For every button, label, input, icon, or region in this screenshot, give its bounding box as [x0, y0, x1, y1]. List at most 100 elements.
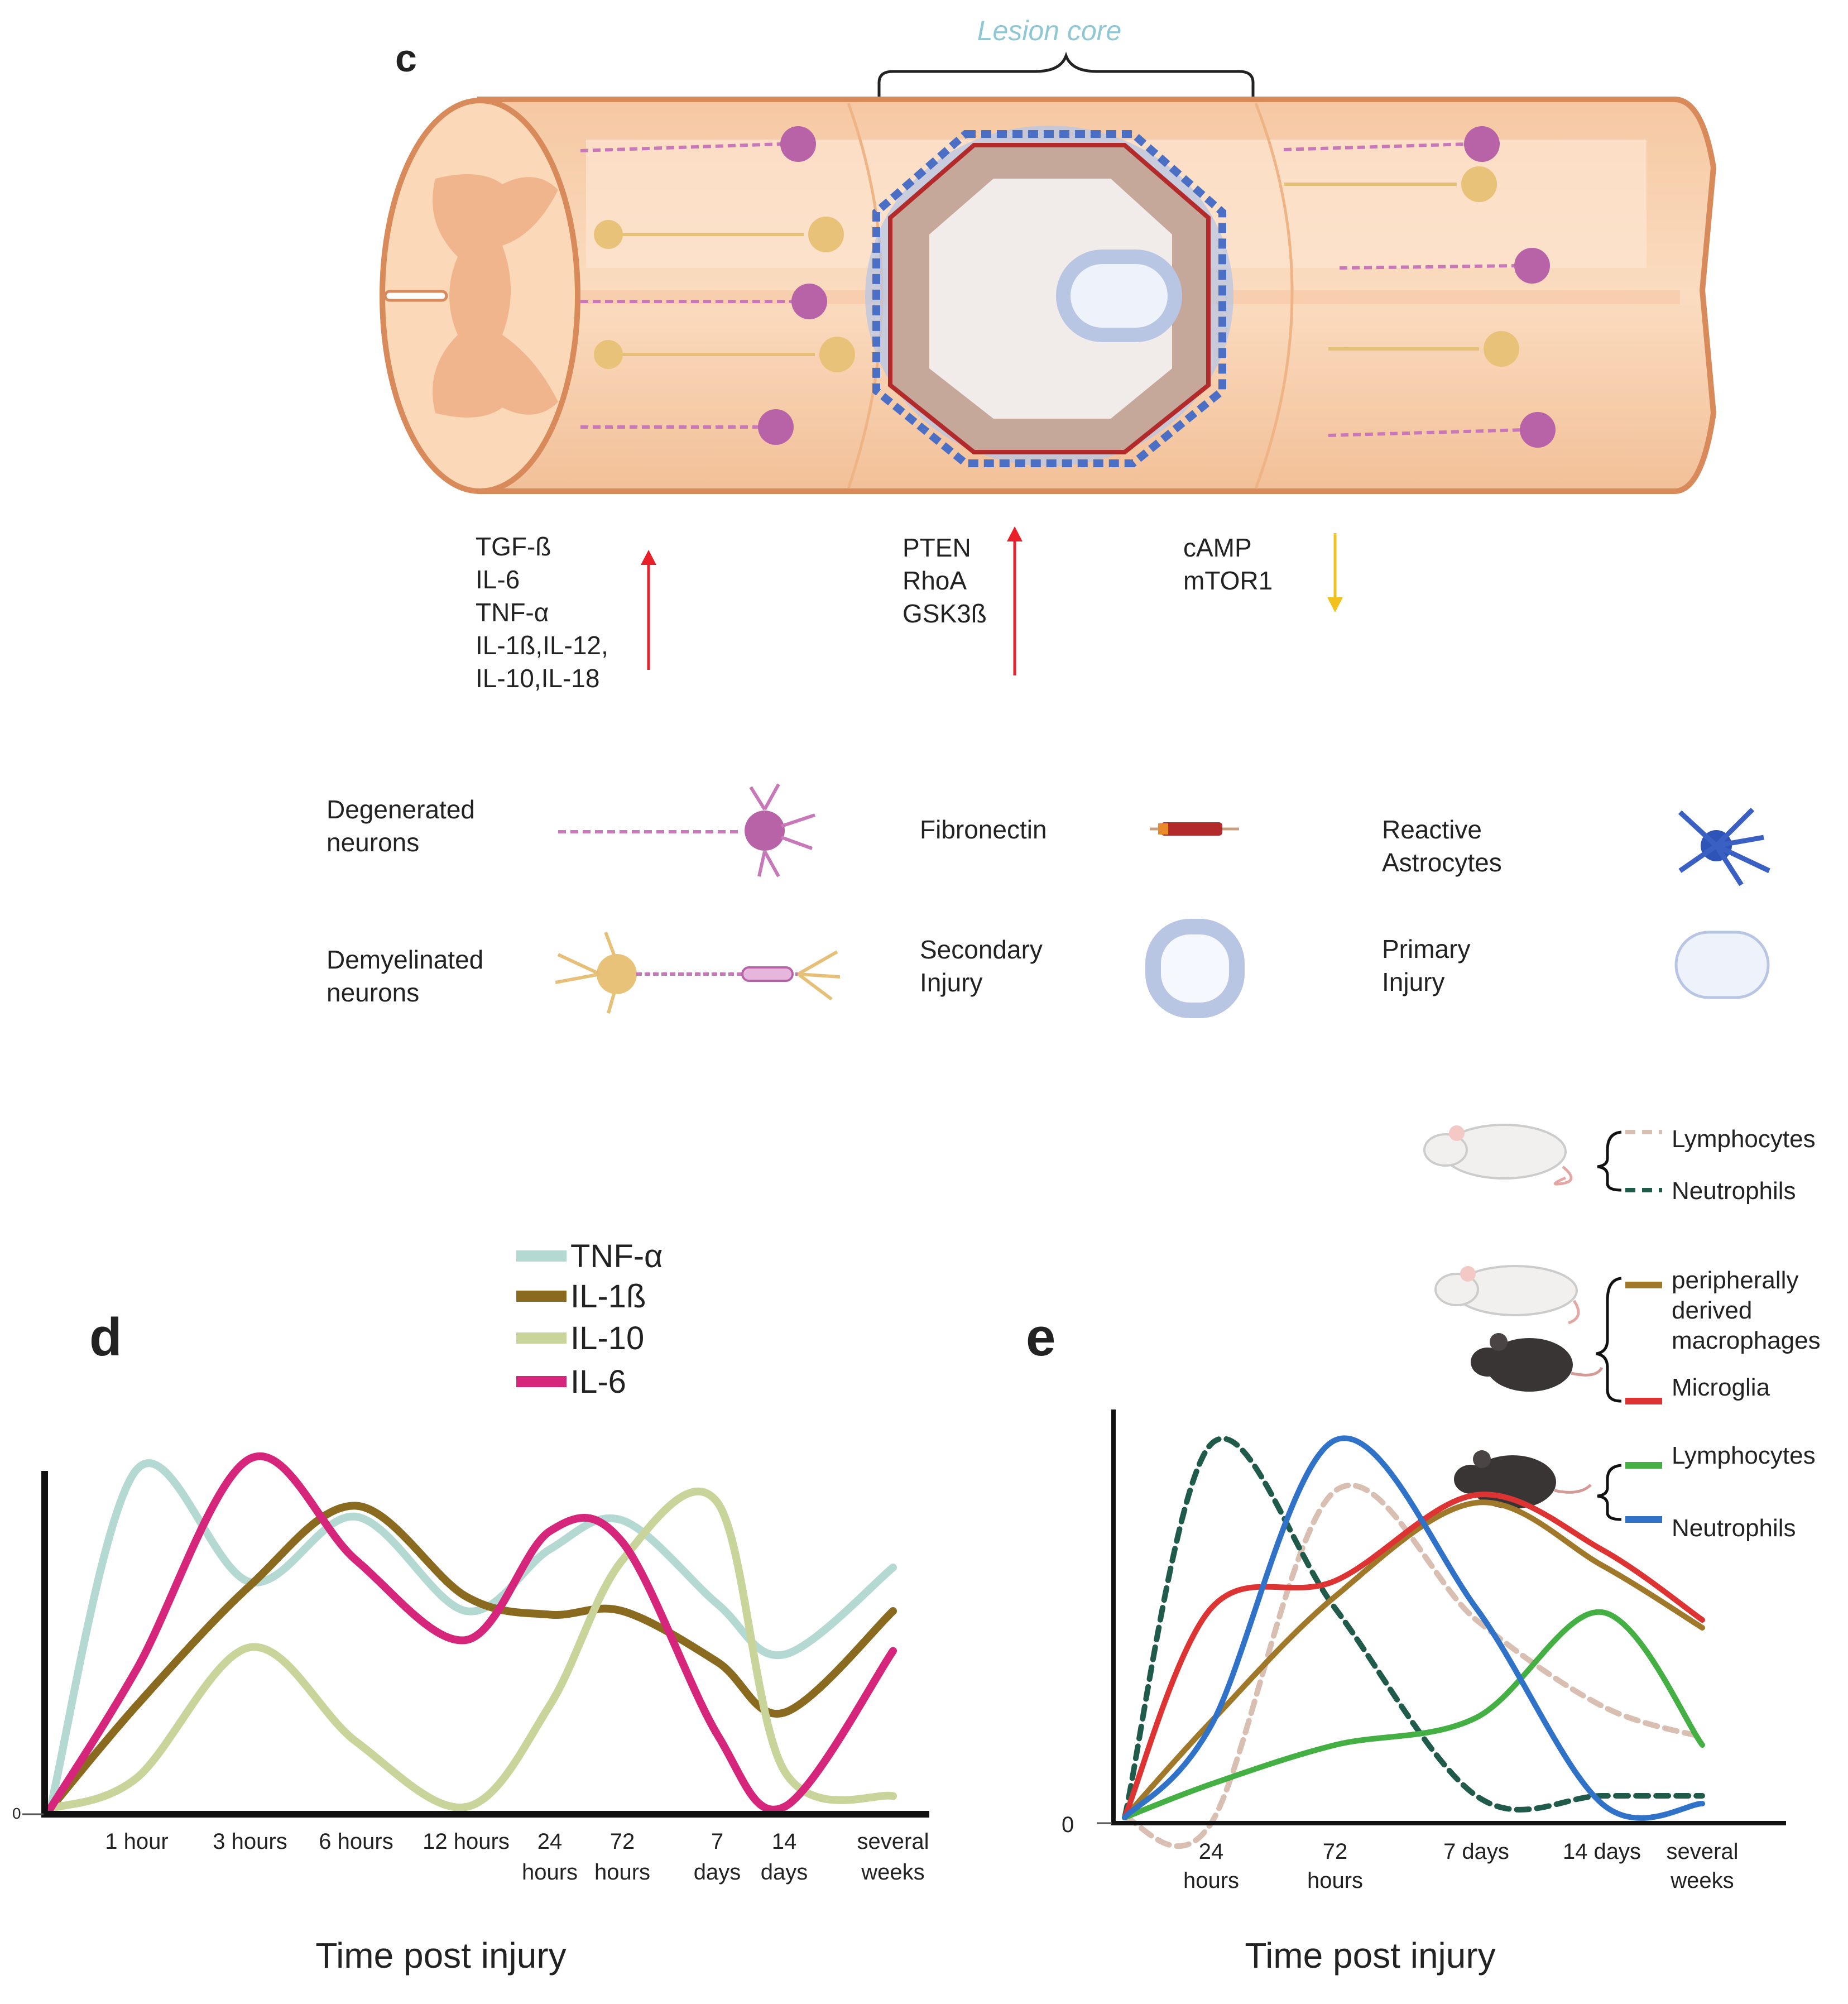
x-tick-d-0-0: 1 hour — [105, 1829, 168, 1854]
x-tick-e-1-1: hours — [1307, 1868, 1363, 1893]
marker-list-1: TGF-ß IL-6 TNF-α IL-1ß,IL-12, IL-10,IL-1… — [476, 532, 608, 693]
marker-up-2-2: GSK3ß — [903, 599, 987, 628]
legend-reactive-l2: Astrocytes — [1382, 848, 1502, 877]
marker-down-0: cAMP — [1183, 533, 1252, 562]
marker-up-2-0: PTEN — [903, 533, 971, 562]
panel-c-letter: c — [395, 36, 417, 80]
panel-e-legend: Lymphocytes Neutrophils peripherally der… — [1625, 1125, 1821, 1542]
x-tick-e-3-0: 14 days — [1563, 1839, 1641, 1864]
line-il-1- — [46, 1502, 897, 1813]
neuron-group-left — [580, 126, 855, 445]
panel-d-plot — [46, 1452, 897, 1814]
x-tick-d-8-1: weeks — [861, 1860, 924, 1885]
line-il-10 — [46, 1487, 897, 1813]
legend-e-label-3: Microglia — [1672, 1374, 1770, 1401]
legend-degenerated-l1: Degenerated — [327, 795, 475, 824]
panel-e-plot — [1122, 1435, 1705, 1849]
primary-injury-core — [1056, 250, 1182, 342]
brace-group-3 — [1597, 1464, 1622, 1521]
marker-up-1-2: TNF-α — [476, 598, 549, 627]
reactive-astrocyte-border — [872, 130, 1226, 467]
line-tnf- — [46, 1459, 897, 1813]
x-tick-e-0-0: 24 — [1199, 1839, 1224, 1864]
x-tick-d-1-0: 3 hours — [213, 1829, 287, 1854]
lesion-brace — [877, 51, 1255, 98]
legend-e-label-2-l1: peripherally — [1672, 1267, 1798, 1294]
x-tick-e-4-1: weeks — [1670, 1868, 1734, 1893]
legend-degenerated-l2: neurons — [327, 828, 419, 857]
panel-d-xlabel: Time post injury — [315, 1935, 566, 1976]
marker-up-1-1: IL-6 — [476, 565, 520, 594]
legend-e-label-0: Lymphocytes — [1672, 1125, 1816, 1153]
degenerated-neuron-icon — [558, 783, 815, 878]
reactive-astrocyte-icon — [1678, 807, 1770, 886]
white-rat-icon-1 — [1423, 1124, 1573, 1186]
legend-secondary-l1: Secondary — [920, 935, 1043, 964]
line-e-0 — [1122, 1483, 1705, 1849]
legend-label-il10: IL-10 — [570, 1320, 644, 1356]
panel-c-legend: Degenerated neurons Demyelinated neurons… — [327, 783, 1770, 1018]
marker-down-1: mTOR1 — [1183, 566, 1273, 595]
line-e-3 — [1122, 1492, 1705, 1820]
marker-list-2: PTEN RhoA GSK3ß — [903, 533, 987, 628]
panel-d-letter: d — [89, 1307, 122, 1367]
legend-e-label-5: Neutrophils — [1672, 1514, 1796, 1542]
x-tick-d-4-0: 24 — [537, 1829, 563, 1854]
up-arrow-2 — [1007, 526, 1023, 675]
x-tick-d-4-1: hours — [522, 1860, 578, 1885]
legend-e-label-2-l2: derived — [1672, 1297, 1752, 1324]
line-il-6 — [46, 1452, 897, 1814]
legend-fibronectin: Fibronectin — [920, 815, 1047, 844]
legend-primary-l1: Primary — [1382, 934, 1470, 963]
panel-c: c Lesion core — [327, 15, 1770, 1018]
panel-e-x-ticks: 24 hours 72 hours 7 days 14 days several weeks — [1183, 1839, 1739, 1893]
brace-group-2 — [1596, 1277, 1622, 1403]
x-tick-d-6-1: days — [694, 1860, 741, 1885]
lesion-core-label: Lesion core — [977, 15, 1122, 46]
brace-group-1 — [1597, 1130, 1622, 1192]
marker-up-1-3: IL-1ß,IL-12, — [476, 631, 608, 660]
legend-demyelinated-l1: Demyelinated — [327, 945, 483, 974]
legend-label-tnf: TNF-α — [570, 1238, 663, 1274]
fibronectin-icon — [1150, 822, 1239, 836]
x-tick-d-2-0: 6 hours — [319, 1829, 393, 1854]
legend-reactive-l1: Reactive — [1382, 815, 1482, 844]
panel-d-zero-label: 0 — [12, 1805, 21, 1822]
panel-d: d TNF-α IL-1ß IL-10 IL-6 0 1 hour 3 hours… — [12, 1238, 929, 1976]
secondary-injury-icon — [1145, 919, 1245, 1018]
lesion-inner — [929, 179, 1172, 419]
panel-e-letter: e — [1026, 1307, 1055, 1367]
x-tick-e-1-0: 72 — [1323, 1839, 1348, 1864]
marker-up-1-0: TGF-ß — [476, 532, 551, 561]
legend-e-label-4: Lymphocytes — [1672, 1442, 1816, 1469]
primary-injury-icon — [1674, 931, 1770, 999]
legend-label-il1b: IL-1ß — [570, 1278, 646, 1315]
legend-primary-l2: Injury — [1382, 967, 1444, 996]
cord-segment-right — [1254, 103, 1294, 489]
x-tick-d-8-0: several — [857, 1829, 929, 1854]
legend-e-label-1: Neutrophils — [1672, 1177, 1796, 1205]
spinal-cord-illustration — [380, 97, 1717, 494]
x-tick-e-4-0: several — [1667, 1839, 1739, 1864]
panel-d-legend: TNF-α IL-1ß IL-10 IL-6 — [516, 1238, 663, 1400]
x-tick-e-2-0: 7 days — [1443, 1839, 1509, 1864]
neuron-group-right — [1283, 126, 1556, 448]
marker-up-1-4: IL-10,IL-18 — [476, 664, 599, 693]
central-fissure — [383, 290, 448, 302]
marker-up-2-1: RhoA — [903, 566, 967, 595]
legend-secondary-l2: Injury — [920, 968, 982, 997]
legend-demyelinated-l2: neurons — [327, 978, 419, 1007]
grey-matter — [433, 174, 558, 418]
legend-e-label-2-l3: macrophages — [1672, 1327, 1821, 1354]
x-tick-e-0-1: hours — [1183, 1868, 1239, 1893]
legend-label-il6: IL-6 — [570, 1364, 626, 1400]
down-arrow — [1327, 533, 1343, 612]
x-tick-d-7-1: days — [761, 1860, 808, 1885]
panel-e: e — [1026, 1124, 1821, 1976]
x-tick-d-6-0: 7 — [711, 1829, 723, 1854]
line-e-2 — [1122, 1499, 1705, 1820]
panel-e-zero-label: 0 — [1062, 1813, 1074, 1837]
line-e-4 — [1122, 1609, 1705, 1820]
